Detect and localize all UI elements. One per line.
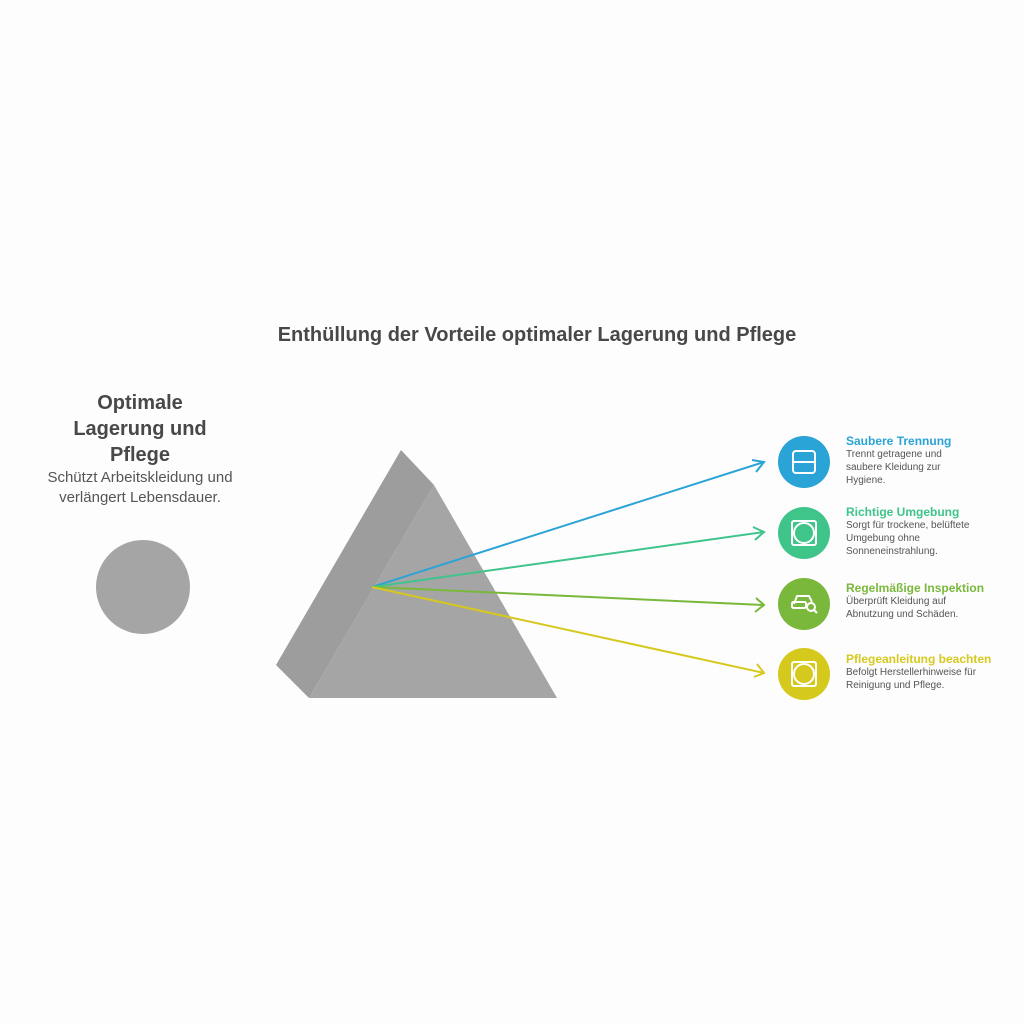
prism-side-face xyxy=(276,450,434,698)
benefit-title: Regelmäßige Inspektion xyxy=(846,581,985,595)
benefit-description: Sorgt für trockene, belüftete Umgebung o… xyxy=(846,520,970,557)
benefit-regelmaessige-inspektion: Regelmäßige Inspektion Überprüft Kleidun… xyxy=(846,581,1016,621)
benefit-description: Trennt getragene und saubere Kleidung zu… xyxy=(846,449,942,486)
source-heading: Optimale Lagerung und Pflege xyxy=(73,392,207,466)
beam-pflegeanleitung xyxy=(371,586,766,678)
benefit-title: Richtige Umgebung xyxy=(846,505,960,519)
framed-circle-icon xyxy=(778,507,830,559)
benefit-richtige-umgebung: Richtige Umgebung Sorgt für trockene, be… xyxy=(846,505,1016,558)
prism-front-face xyxy=(309,485,557,698)
split-square-icon xyxy=(778,436,830,488)
benefit-pflegeanleitung: Pflegeanleitung beachten Befolgt Herstel… xyxy=(846,652,1016,692)
car-search-icon xyxy=(778,578,830,630)
framed-circle-icon xyxy=(778,648,830,700)
benefit-description: Überprüft Kleidung auf Abnutzung und Sch… xyxy=(846,596,959,620)
source-circle xyxy=(96,540,190,634)
benefit-saubere-trennung: Saubere Trennung Trennt getragene und sa… xyxy=(846,434,1016,487)
benefit-title: Saubere Trennung xyxy=(846,434,952,448)
beam-regelmaessige-inspektion xyxy=(371,586,766,613)
beam-saubere-trennung xyxy=(371,459,766,588)
benefit-title: Pflegeanleitung beachten xyxy=(846,652,992,666)
beam-richtige-umgebung xyxy=(371,526,766,588)
source-description: Schützt Arbeitskleidung und verlängert L… xyxy=(47,469,233,506)
page-title: Enthüllung der Vorteile optimaler Lageru… xyxy=(277,324,797,346)
source-block: Optimale Lagerung und Pflege Schützt Arb… xyxy=(40,390,240,508)
benefit-description: Befolgt Herstellerhinweise für Reinigung… xyxy=(846,667,977,691)
